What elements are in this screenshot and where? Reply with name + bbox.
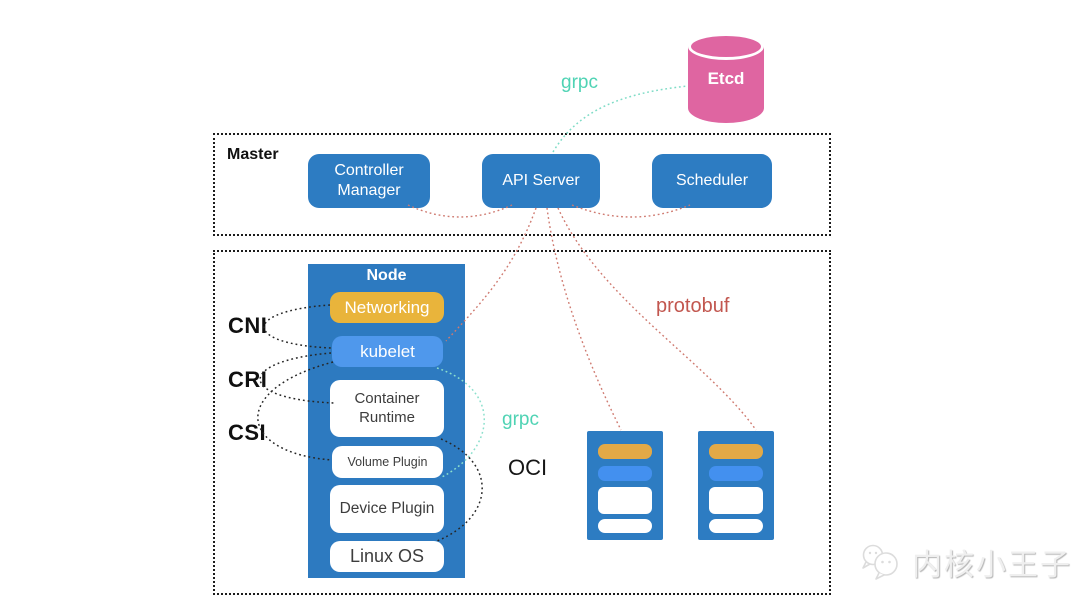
etcd-label: Etcd — [707, 69, 745, 88]
cni-label: CNI — [228, 313, 268, 338]
protobuf-label: protobuf — [656, 295, 730, 317]
cri-label: CRI — [228, 367, 268, 392]
kubelet-box: kubelet — [332, 336, 443, 367]
volume-plugin-box: Volume Plugin — [332, 446, 443, 478]
controller-manager-box: Controller Manager — [308, 154, 430, 208]
networking-box: Networking — [330, 292, 444, 323]
linux-os-box: Linux OS — [330, 541, 444, 572]
api-server-box: API Server — [482, 154, 600, 208]
mini-bar-blue — [598, 466, 652, 481]
device-plugin-box: Device Plugin — [330, 485, 444, 533]
mini-bar-white-large — [709, 487, 763, 514]
mini-bar-yellow — [598, 444, 652, 459]
mini-bar-white-small — [598, 519, 652, 533]
master-label: Master — [227, 146, 279, 163]
grpc-etcd-label: grpc — [561, 72, 598, 93]
wechat-icon — [862, 544, 898, 580]
etcd-cylinder-top — [688, 33, 764, 60]
worker-node-2 — [698, 431, 774, 540]
scheduler-box: Scheduler — [652, 154, 772, 208]
oci-label: OCI — [508, 455, 548, 480]
mini-bar-yellow — [709, 444, 763, 459]
watermark-text: 内核小王子 — [912, 549, 1072, 582]
mini-bar-white-small — [709, 519, 763, 533]
worker-node-1 — [587, 431, 663, 540]
csi-label: CSI — [228, 420, 267, 445]
grpc-runtime-label: grpc — [502, 409, 539, 430]
node-title: Node — [366, 267, 407, 284]
container-runtime-box: Container Runtime — [330, 380, 444, 437]
mini-bar-blue — [709, 466, 763, 481]
mini-bar-white-large — [598, 487, 652, 514]
watermark: 内核小王子 — [858, 540, 1072, 584]
